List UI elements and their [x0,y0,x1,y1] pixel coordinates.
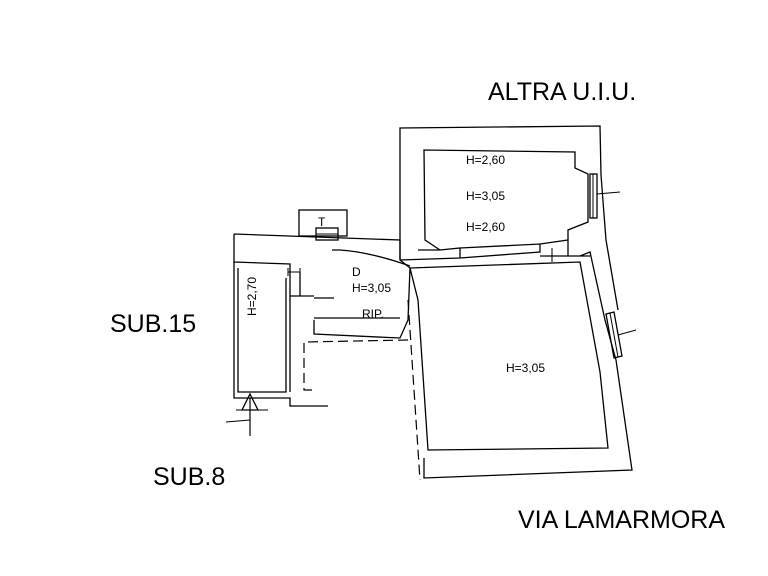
altra-uiu-label: ALTRA U.I.U. [488,78,636,106]
corridor-arch [332,249,411,267]
via-lamarmora-label: VIA LAMARMORA [518,506,725,534]
mid-height-label: H=2,60 [466,220,505,234]
t-label: T [318,215,326,229]
left-room-height-label: H=2,70 [245,277,259,316]
entry-door [225,392,268,436]
left-room-wall [233,262,328,407]
upper-height-label: H=2,60 [466,153,505,167]
main-window [605,311,637,359]
rip-label: RIP. [362,307,384,321]
partition-wall [399,239,569,261]
dashed-boundary-left [303,339,409,391]
upper-room-inner-wall [423,149,589,251]
main-room-height-label: H=3,05 [506,361,545,375]
sub15-label: SUB.15 [110,310,196,338]
dashed-boundary-right [407,299,421,481]
main-room-inner-wall [409,261,609,451]
t-box [298,209,348,241]
upper-room-outer-wall [399,125,619,311]
upper-window [589,173,621,219]
upper-room-height-label: H=3,05 [466,189,505,203]
corridor-wall [233,233,411,339]
room-d-height-label: H=3,05 [352,281,391,295]
sub8-label: SUB.8 [153,463,225,491]
room-d-label: D [352,265,361,279]
